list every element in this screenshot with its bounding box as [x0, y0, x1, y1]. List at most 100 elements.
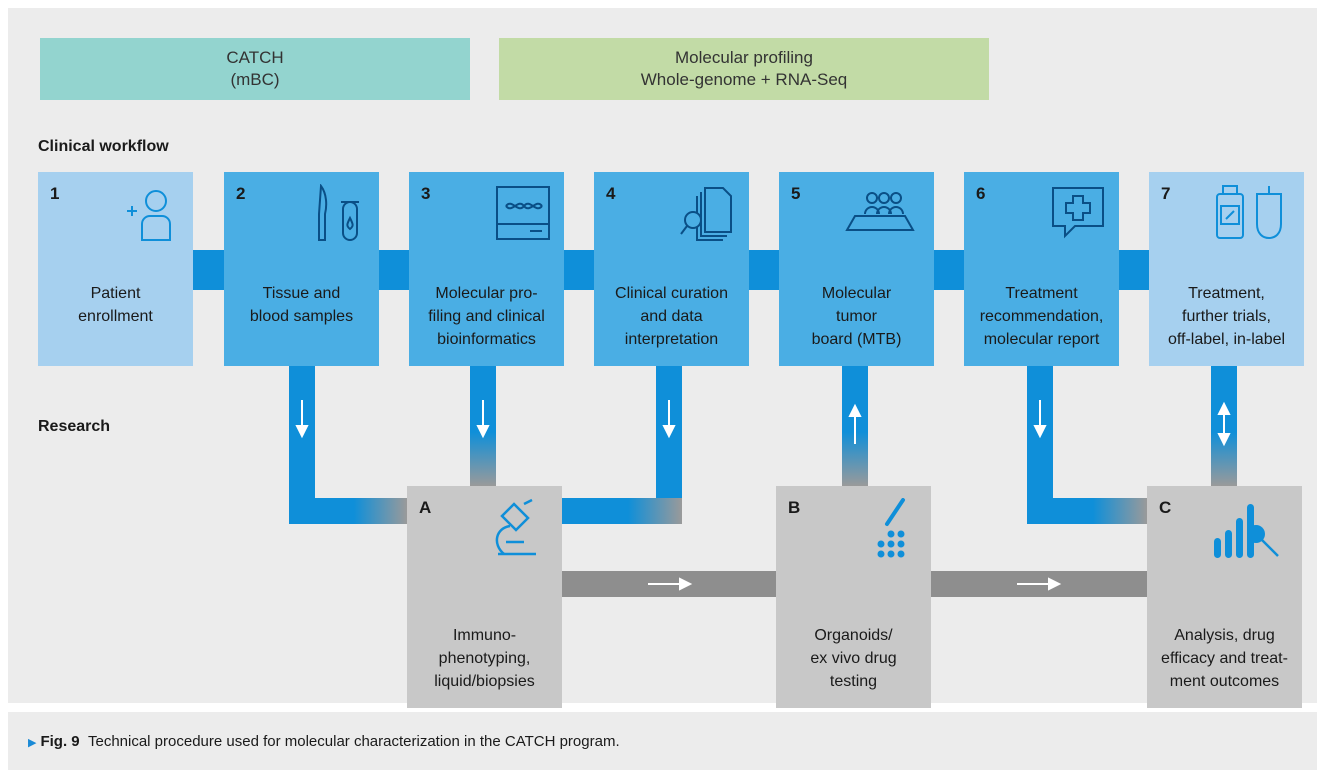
- arrow-down-3: [476, 400, 490, 439]
- step-label-line: blood samples: [249, 308, 354, 325]
- research-label-line: Immuno-: [452, 627, 517, 644]
- clinical-connectors: [192, 250, 1149, 290]
- step-label-line: tumor: [836, 308, 877, 325]
- figure-caption: ▶Fig. 9 Technical procedure used for mol…: [28, 733, 620, 750]
- arrow-right-BC: [1017, 577, 1062, 591]
- catch-banner-title: CATCH: [226, 48, 284, 67]
- research-A-box: A Immuno- phenotyping, liquid/biopsies: [407, 486, 562, 708]
- documents-search-icon: [680, 187, 732, 241]
- medication-icon: [1216, 185, 1282, 240]
- research-label-line: phenotyping,: [438, 650, 531, 667]
- step-number: 3: [421, 184, 431, 203]
- research-label-line: ex vivo drug: [810, 650, 897, 667]
- dna-sequencer-icon: [496, 186, 550, 240]
- step-label-line: Molecular pro-: [435, 285, 538, 302]
- step-label-line: off-label, in-label: [1167, 331, 1286, 348]
- research-label-line: Analysis, drug: [1174, 627, 1275, 644]
- connector-1-2: [192, 250, 224, 290]
- step-label: Molecular pro- filing and clinical bioin…: [413, 282, 560, 351]
- step-label: Clinical curation and data interpretatio…: [598, 282, 745, 351]
- path-4-to-A: [562, 366, 682, 524]
- connector-3-4: [562, 250, 594, 290]
- step-label-line: bioinformatics: [437, 331, 536, 348]
- medical-report-icon: [1052, 187, 1104, 239]
- step-label: Treatment, further trials, off-label, in…: [1153, 282, 1300, 351]
- clinical-workflow-label: Clinical workflow: [38, 138, 169, 155]
- research-label: Analysis, drug efficacy and treat- ment …: [1151, 624, 1298, 693]
- step-label-line: Tissue and: [262, 285, 341, 302]
- profiling-banner-title: Molecular profiling: [675, 48, 813, 67]
- profiling-banner: Molecular profiling Whole-genome + RNA-S…: [499, 38, 989, 100]
- step-7-box: 7 Treatment, further trials, off-label, …: [1149, 172, 1304, 366]
- step-3-box: 3 Molecular pro- filing and clinical bio…: [409, 172, 564, 366]
- step-4-box: 4 Clinical curation and data interpretat…: [594, 172, 749, 366]
- connector-2-3: [377, 250, 409, 290]
- caption-marker-icon: ▶: [28, 737, 37, 749]
- research-letter: B: [788, 498, 801, 517]
- microscope-icon: [495, 498, 536, 556]
- meeting-icon: [845, 192, 915, 231]
- research-label: Organoids/ ex vivo drug testing: [780, 624, 927, 693]
- step-label-line: Clinical curation: [615, 285, 728, 302]
- step-5-box: 5 Molecular tumor board (MTB): [779, 172, 934, 366]
- research-letter: C: [1159, 498, 1172, 517]
- step-label-line: Treatment,: [1188, 285, 1265, 302]
- step-label-line: filing and clinical: [428, 308, 545, 325]
- pipette-wells-icon: [877, 498, 905, 558]
- connector-5-6: [932, 250, 964, 290]
- research-label-line: Organoids/: [814, 627, 893, 644]
- chart-magnifier-icon: [1214, 504, 1279, 558]
- step-number: 2: [236, 184, 246, 203]
- path-6-to-C: [1027, 366, 1147, 524]
- research-C-box: C Analysis, drug efficacy and treat- men…: [1147, 486, 1302, 708]
- research-label-line: efficacy and treat-: [1161, 650, 1288, 667]
- step-2-box: 2 Tissue and blood samples: [224, 172, 379, 366]
- research-label-line: testing: [829, 673, 878, 690]
- connector-4-5: [747, 250, 779, 290]
- research-label-line: ment outcomes: [1169, 673, 1280, 690]
- step-label: Molecular tumor board (MTB): [783, 282, 930, 351]
- research-label-line: liquid/biopsies: [434, 673, 535, 690]
- arrows: [295, 400, 1231, 591]
- research-label: Immuno- phenotyping, liquid/biopsies: [411, 624, 558, 693]
- step-number: 4: [606, 184, 616, 203]
- research-B-box: B Organoids/ ex vivo drug testing: [776, 486, 931, 708]
- step-6-box: 6 Treatment recommendation, molecular re…: [964, 172, 1119, 366]
- step-number: 6: [976, 184, 986, 203]
- step-label: Treatment recommendation, molecular repo…: [968, 282, 1115, 351]
- person-add-icon: [127, 190, 171, 241]
- research-label: Research: [38, 418, 111, 435]
- catch-banner: CATCH (mBC): [40, 38, 470, 100]
- step-number: 5: [791, 184, 801, 203]
- path-2-to-A: [289, 366, 407, 524]
- step-label: Tissue and blood samples: [228, 282, 375, 328]
- scalpel-tube-icon: [318, 184, 359, 241]
- connector-6-7: [1117, 250, 1149, 290]
- step-1-box: 1 Patient enrollment: [38, 172, 193, 366]
- step-label-line: molecular report: [983, 331, 1100, 348]
- arrow-up-5: [848, 403, 862, 444]
- caption-text: Technical procedure used for molecular c…: [87, 733, 620, 750]
- step-label-line: interpretation: [624, 331, 719, 348]
- arrow-right-AB: [648, 577, 693, 591]
- step-label-line: Molecular: [821, 285, 892, 302]
- step-label: Patient enrollment: [42, 282, 189, 328]
- catch-banner-subtitle: (mBC): [230, 70, 280, 89]
- figure-number: Fig. 9: [40, 733, 80, 750]
- step-label-line: enrollment: [78, 308, 153, 325]
- arrow-down-6: [1033, 400, 1047, 439]
- step-number: 1: [50, 184, 60, 203]
- arrow-updown-7: [1217, 401, 1231, 447]
- step-label-line: and data: [640, 308, 703, 325]
- step-label-line: Treatment: [1005, 285, 1078, 302]
- arrow-down-4: [662, 400, 676, 439]
- profiling-banner-subtitle: Whole-genome + RNA-Seq: [640, 70, 848, 89]
- arrow-down-2: [295, 400, 309, 439]
- step-label-line: board (MTB): [811, 331, 902, 348]
- step-label-line: recommendation,: [979, 308, 1104, 325]
- step-number: 7: [1161, 184, 1171, 203]
- caption-panel: [8, 712, 1317, 770]
- research-letter: A: [419, 498, 432, 517]
- step-label-line: further trials,: [1182, 308, 1271, 325]
